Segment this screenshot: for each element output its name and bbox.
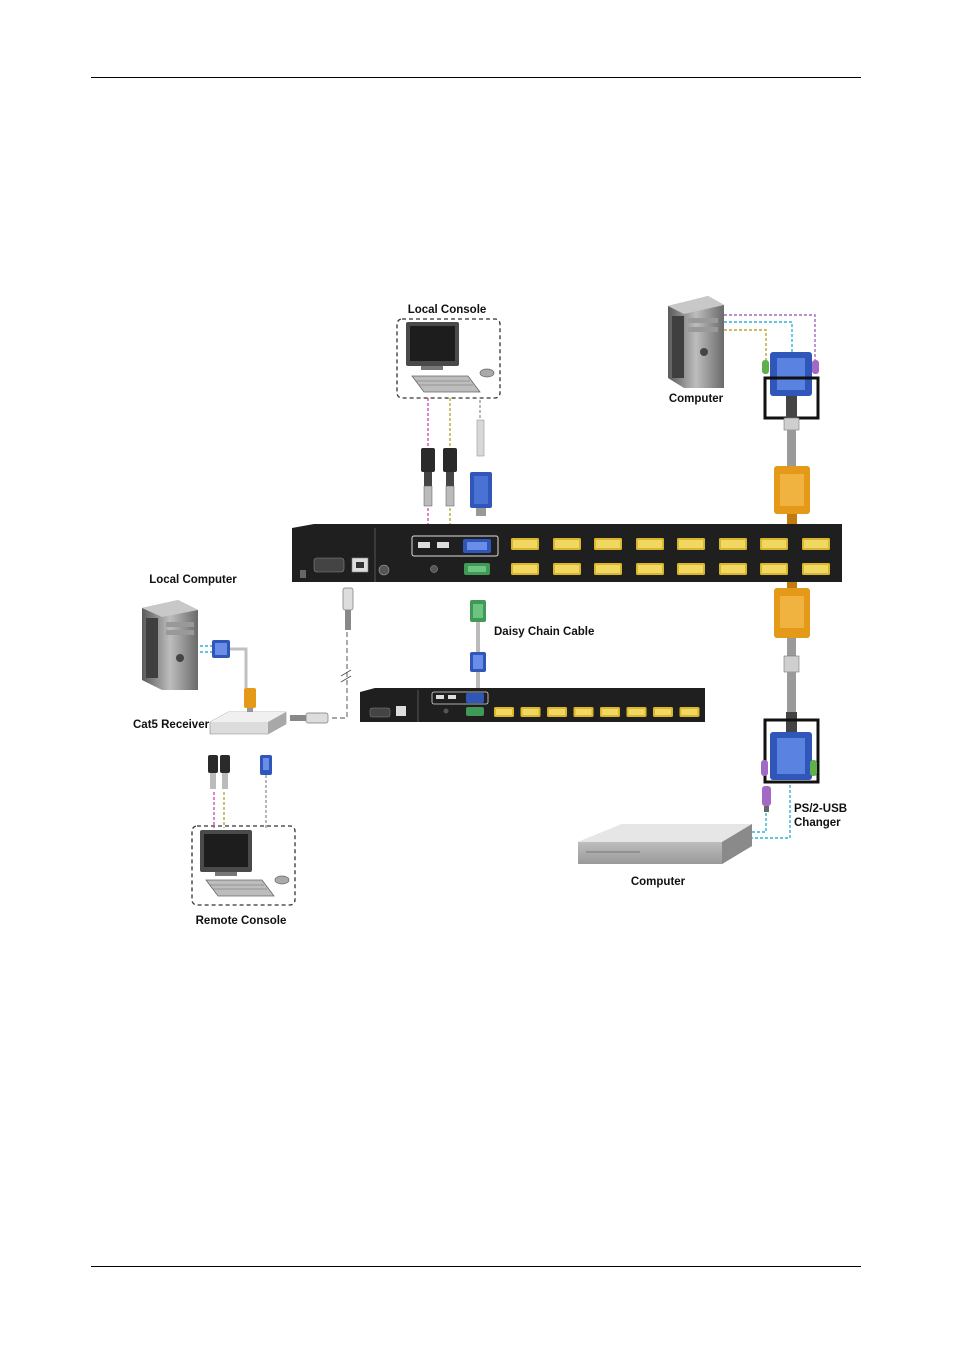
kvm-switch-main — [292, 524, 842, 582]
pc-port-secondary — [626, 707, 647, 717]
ps2-usb-changer-label-line1: PS/2-USB — [794, 803, 847, 815]
pc-port-lower — [636, 563, 664, 575]
local-console-label: Local Console — [408, 304, 487, 316]
monitor-icon — [406, 322, 459, 370]
pc-port-upper — [553, 538, 581, 550]
pc-port-lower — [802, 563, 830, 575]
remote-console — [191, 825, 296, 906]
local-computer-tower-icon — [142, 600, 198, 690]
pc-port-secondary — [573, 707, 594, 717]
pc-port-upper — [719, 538, 747, 550]
top-right-vga-assembly — [762, 352, 820, 526]
header-rule — [91, 77, 861, 78]
pc-port-lower — [760, 563, 788, 575]
cat5-receiver-box — [209, 711, 287, 735]
remote-console-label: Remote Console — [196, 915, 287, 927]
remote-keyboard-icon — [205, 879, 275, 897]
pc-port-secondary — [547, 707, 567, 717]
pc-port-secondary — [653, 707, 673, 717]
pc-port-secondary — [679, 707, 700, 717]
cat5-receiver-label: Cat5 Receiver — [133, 719, 210, 731]
pc-port-upper — [594, 538, 622, 550]
rj45-plug-icon — [290, 587, 354, 724]
daisy-chain-cable — [470, 600, 486, 690]
bottom-right-vga-assembly — [761, 582, 820, 812]
pc-port-upper — [636, 538, 664, 550]
computer-bottom-label: Computer — [631, 876, 686, 888]
remote-mouse-icon — [274, 875, 290, 885]
footer-rule — [91, 1266, 861, 1267]
pc-port-secondary — [600, 707, 620, 717]
pc-port-upper — [760, 538, 788, 550]
console-usb-plugs — [421, 448, 457, 507]
local-computer-vga-connector — [212, 640, 256, 714]
daisy-chain-cable-label: Daisy Chain Cable — [494, 626, 594, 638]
local-computer-label: Local Computer — [149, 574, 237, 586]
local-console — [396, 318, 501, 399]
pc-port-upper — [677, 538, 705, 550]
server-icon — [578, 824, 752, 864]
pc-port-secondary — [494, 707, 514, 717]
kvm-switch-secondary — [360, 688, 705, 722]
keyboard-icon — [411, 375, 481, 393]
pc-port-upper — [511, 538, 539, 550]
pc-port-secondary — [520, 707, 541, 717]
pc-port-lower — [553, 563, 581, 575]
pc-port-lower — [511, 563, 539, 575]
pc-port-upper — [802, 538, 830, 550]
remote-monitor-icon — [200, 830, 252, 876]
receiver-usb-plugs — [208, 755, 272, 789]
vga-connector-icon — [470, 419, 492, 516]
tower-pc-icon — [668, 296, 724, 388]
mouse-icon — [479, 368, 495, 378]
computer-top-label: Computer — [669, 393, 724, 405]
pc-port-lower — [677, 563, 705, 575]
secondary-port-row — [494, 707, 700, 717]
pc-port-lower — [719, 563, 747, 575]
pc-port-grid — [511, 538, 830, 575]
ps2-usb-changer-label-line2: Changer — [794, 817, 841, 829]
pc-port-lower — [594, 563, 622, 575]
